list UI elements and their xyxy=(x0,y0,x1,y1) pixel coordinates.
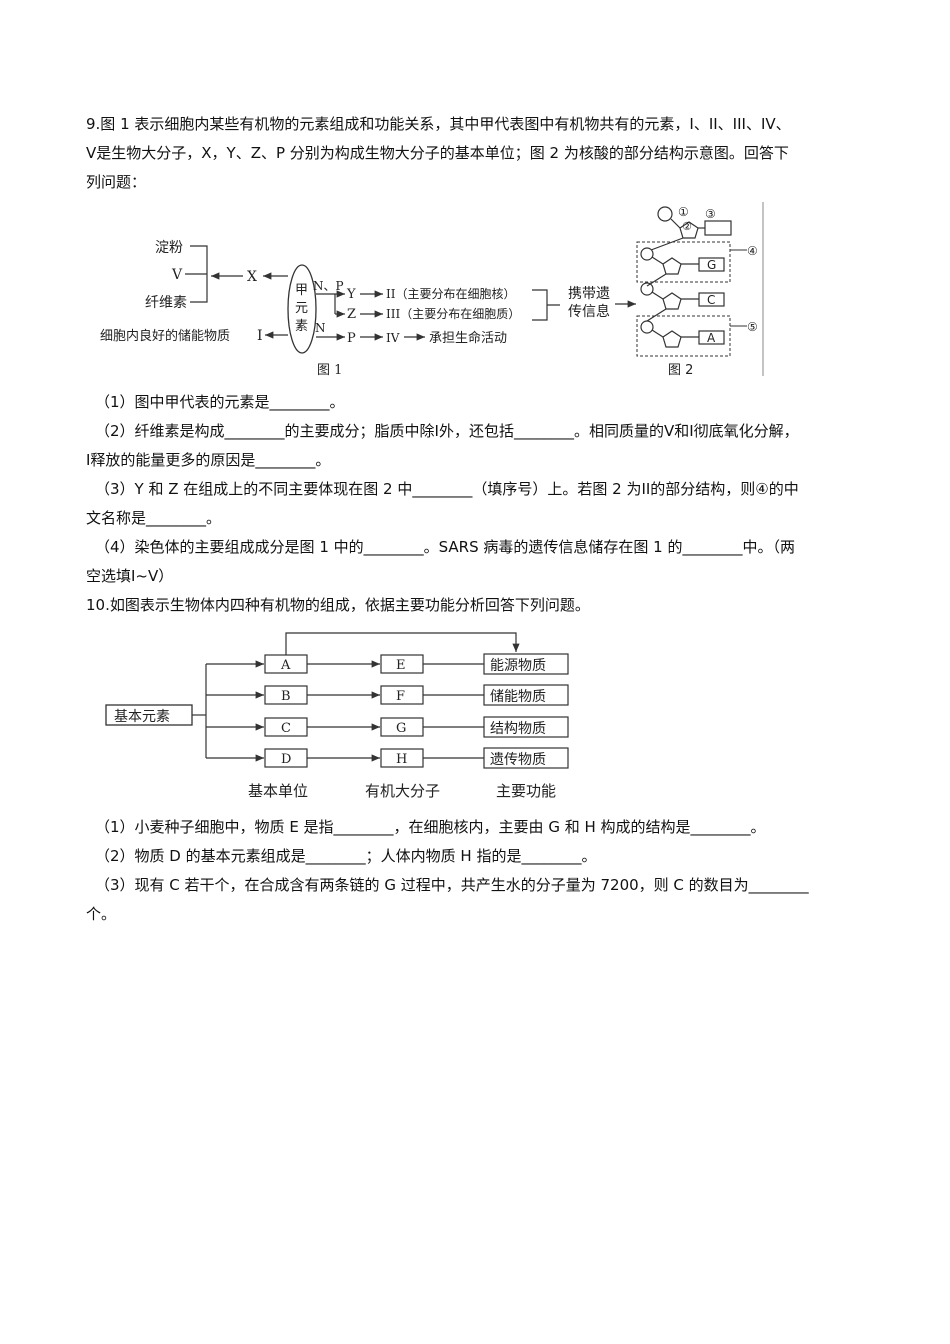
q9-stem-line3: 列问题： xyxy=(86,173,147,191)
fig1-function: 承担生命活动 xyxy=(429,330,507,346)
fig1-iii: III（主要分布在细胞质） xyxy=(386,307,520,321)
fig2-g: G xyxy=(707,258,716,272)
fig1-carry1: 携带遗 xyxy=(568,286,610,302)
q10-unit-d: D xyxy=(281,752,291,767)
fig1-carry-info: 携带遗 传信息 xyxy=(568,286,636,320)
fig1-su: 素 xyxy=(295,319,308,334)
q10-footer-macros: 有机大分子 xyxy=(365,782,440,800)
q9-sub3-line2: 文名称是________。 xyxy=(86,509,222,527)
fig1-i: I xyxy=(257,328,263,344)
fig2-a: A xyxy=(707,331,716,345)
fig2-n1: ① xyxy=(678,205,689,219)
q9-sub4-line1: （4）染色体的主要组成成分是图 1 中的________。SARS 病毒的遗传信… xyxy=(95,538,795,556)
fig1-np: N、P xyxy=(313,279,344,293)
fig2-base-3 xyxy=(704,220,732,236)
figure-1: 淀粉 V 纤维素 X 细胞内良好的储能物质 I 甲 元 素 N、P N Y Z … xyxy=(100,240,560,378)
fig1-caption: 图 1 xyxy=(317,363,342,378)
q9-sub2-line1: （2）纤维素是构成________的主要成分；脂质中除I外，还包括_______… xyxy=(95,422,799,440)
fig2-nucleotide-5 xyxy=(636,315,731,357)
q9-sub4-line2: 空选填I~V） xyxy=(86,567,174,585)
q10-unit-a: A xyxy=(280,658,291,673)
fig1-cellulose: 纤维素 xyxy=(145,295,187,311)
fig1-iv: IV xyxy=(386,331,400,345)
q9-sub3-line1: （3）Y 和 Z 在组成上的不同主要体现在图 2 中________（填序号）上… xyxy=(95,480,799,498)
q9-stem-line1: 9.图 1 表示细胞内某些有机物的元素组成和功能关系，其中甲代表图中有机物共有的… xyxy=(86,115,791,133)
fig1-z: Z xyxy=(347,307,356,322)
q10-func-structure: 结构物质 xyxy=(490,721,546,737)
q10-sub3-line1: （3）现有 C 若干个，在合成含有两条链的 G 过程中，共产生水的分子量为 72… xyxy=(95,876,809,894)
figure-2: ① ② ③ ④ G C ⑤ A 图 2 xyxy=(636,202,764,378)
q10-macro-f: F xyxy=(396,689,405,704)
q10-func-genetic: 遗传物质 xyxy=(490,752,546,768)
q10-unit-b: B xyxy=(281,689,291,704)
q10-func-storage: 储能物质 xyxy=(490,689,546,705)
q10-func-energy: 能源物质 xyxy=(490,658,546,674)
q10-sub2: （2）物质 D 的基本元素组成是________；人体内物质 H 指的是____… xyxy=(95,847,597,865)
fig2-c: C xyxy=(707,293,715,307)
q10-macro-g: G xyxy=(396,721,406,736)
q10-macro-h: H xyxy=(396,752,407,767)
fig2-nucleotide-4 xyxy=(636,241,731,283)
q9-sub1: （1）图中甲代表的元素是________。 xyxy=(95,393,345,411)
fig1-v: V xyxy=(171,267,183,283)
fig1-starch: 淀粉 xyxy=(155,240,183,256)
fig1-y: Y xyxy=(346,287,356,302)
q9-stem-line2: V是生物大分子，X，Y、Z、P 分别为构成生物大分子的基本单位；图 2 为核酸的… xyxy=(86,144,789,162)
fig2-base-a xyxy=(698,330,725,345)
fig1-x: X xyxy=(247,269,257,285)
fig1-n: N xyxy=(315,321,326,335)
fig1-p: P xyxy=(347,331,356,346)
fig2-n5: ⑤ xyxy=(747,320,758,334)
q10-macro-e: E xyxy=(396,658,406,673)
q10-unit-c: C xyxy=(281,721,291,736)
q9-sub2-line2: I释放的能量更多的原因是________。 xyxy=(86,451,331,469)
fig2-n4: ④ xyxy=(747,244,758,258)
fig2-base-g xyxy=(698,257,725,272)
fig1-storage: 细胞内良好的储能物质 xyxy=(100,328,230,344)
fig2-n3: ③ xyxy=(705,207,716,221)
q10-root: 基本元素 xyxy=(114,708,170,725)
q10-footer-functions: 主要功能 xyxy=(496,782,556,800)
q10-sub3-line2: 个。 xyxy=(86,905,117,923)
fig1-yuan: 元 xyxy=(295,301,308,316)
fig2-base-c xyxy=(698,292,725,307)
q10-sub1: （1）小麦种子细胞中，物质 E 是指________，在细胞核内，主要由 G 和… xyxy=(95,818,766,836)
fig1-element-oval xyxy=(287,264,317,354)
fig1-carry2: 传信息 xyxy=(568,303,610,320)
fig2-phosphate-top xyxy=(657,206,673,222)
q10-stem: 10.如图表示生物体内四种有机物的组成，依据主要功能分析回答下列问题。 xyxy=(86,596,590,614)
fig1-jia: 甲 xyxy=(295,283,308,298)
fig2-sugar-1 xyxy=(679,221,699,239)
figure-q10-diagram: 基本元素 A E 能源物质 B F 储能物质 C G 结构物质 xyxy=(105,632,569,800)
fig1-ii: II（主要分布在细胞核） xyxy=(386,287,515,301)
fig2-caption: 图 2 xyxy=(668,363,693,378)
q10-footer-units: 基本单位 xyxy=(248,782,308,800)
fig2-n2: ② xyxy=(682,220,692,233)
